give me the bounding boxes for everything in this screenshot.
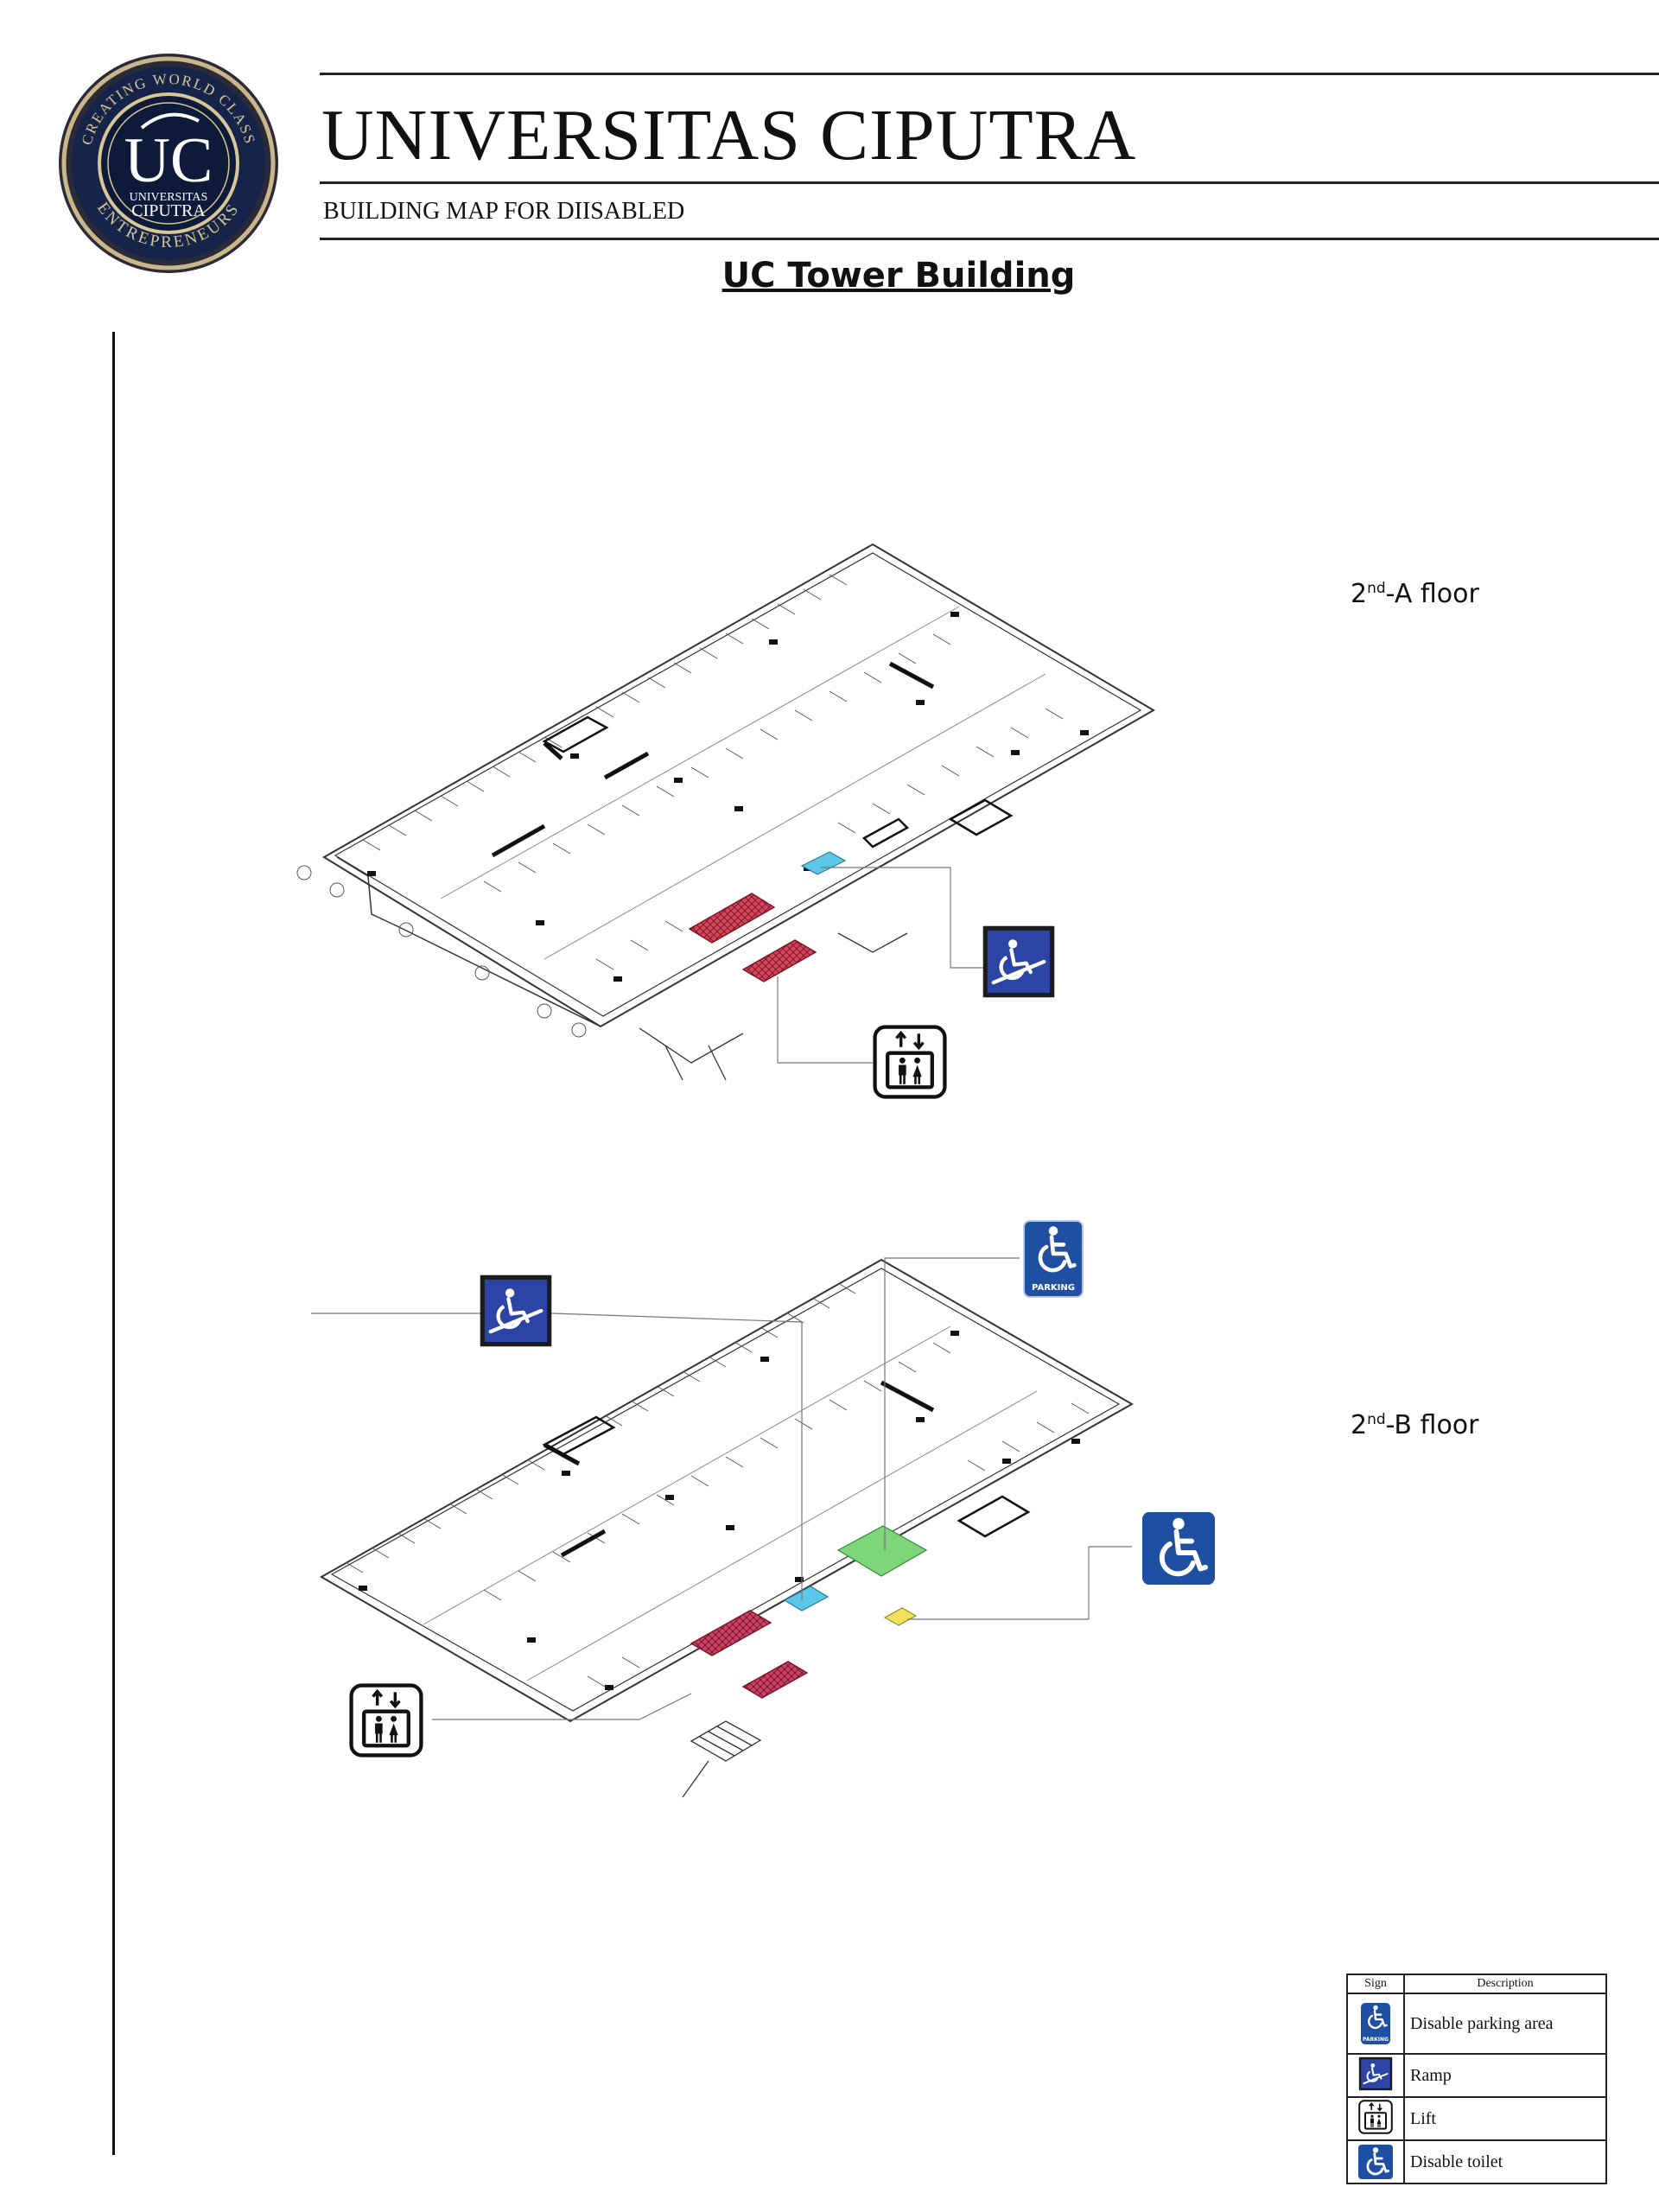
ramp-icon <box>982 925 1056 999</box>
legend-header-sign: Sign <box>1346 1974 1405 1994</box>
floor-label-2b: 2nd-B floor <box>1351 1410 1479 1440</box>
legend-header-description: Description <box>1403 1974 1607 1994</box>
legend-row-ramp: Ramp <box>1346 2053 1607 2098</box>
legend-row-toilet: Disable toilet <box>1346 2139 1607 2184</box>
legend-description: Lift <box>1403 2096 1607 2141</box>
page-subtitle: BUILDING MAP FOR DIISABLED <box>323 198 685 225</box>
parking-sign-text: PARKING <box>1032 1283 1075 1293</box>
floor-label-2a: 2nd-A floor <box>1351 579 1479 609</box>
legend-table: Sign Description PARKING Disable parking… <box>1346 1974 1607 2184</box>
parking-icon: PARKING <box>1361 2003 1390 2044</box>
header-rule-middle <box>320 181 1659 184</box>
ramp-zone <box>783 1586 830 1611</box>
logo-inner-line1: UNIVERSITAS <box>130 191 208 204</box>
header-rule-bottom <box>320 238 1659 240</box>
lift-icon <box>873 1025 947 1099</box>
parking-sign-text: PARKING <box>1363 2037 1389 2043</box>
wheelchair-icon <box>1142 1512 1215 1585</box>
legend-row-lift: Lift <box>1346 2096 1607 2141</box>
toilet-zone <box>883 1607 918 1626</box>
legend-description: Disable parking area <box>1403 1993 1607 2055</box>
logo-monogram: UC <box>124 125 213 196</box>
legend-description: Ramp <box>1403 2053 1607 2098</box>
lift-icon <box>1358 2100 1393 2134</box>
logo-inner-line2: CIPUTRA <box>131 201 206 220</box>
legend-description: Disable toilet <box>1403 2139 1607 2184</box>
parking-zone <box>836 1525 928 1577</box>
parking-icon: PARKING <box>1023 1220 1084 1298</box>
legend-row-parking: PARKING Disable parking area <box>1346 1993 1607 2055</box>
wheelchair-icon <box>1358 2145 1393 2179</box>
university-logo: CREATING WORLD CLASS ENTREPRENEURS UC UN… <box>57 52 280 275</box>
ramp-icon <box>479 1274 553 1348</box>
ramp-zone <box>800 851 847 875</box>
header-rule-top <box>320 73 1659 75</box>
floor-plan-2b <box>311 1257 1135 1798</box>
building-name: UC Tower Building <box>721 256 1076 296</box>
floor-plan-2a <box>296 543 1155 1081</box>
margin-line <box>112 332 115 2155</box>
ramp-icon <box>1358 2056 1393 2091</box>
lift-icon <box>349 1683 423 1758</box>
page-title: UNIVERSITAS CIPUTRA <box>321 95 1137 175</box>
